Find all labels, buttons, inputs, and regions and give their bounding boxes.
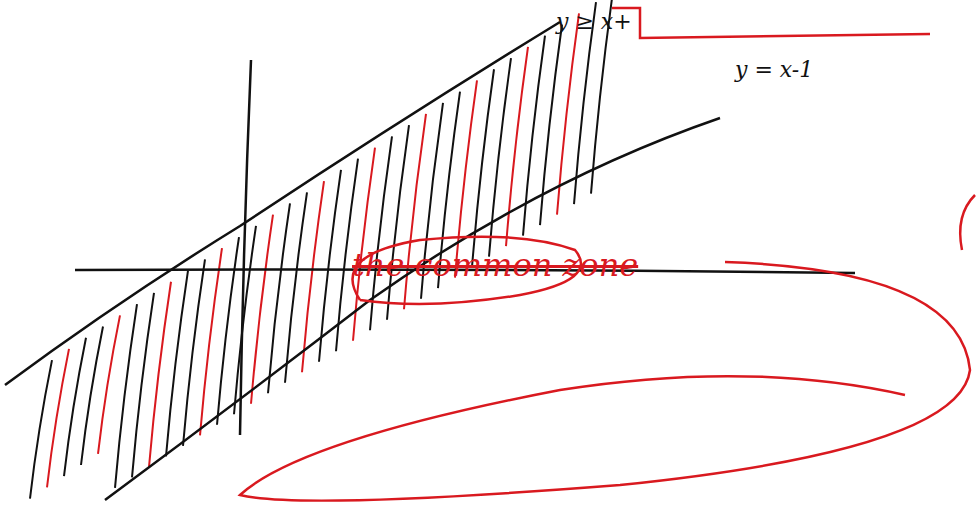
red-curve: [960, 195, 975, 250]
crossed-note: the common zone: [352, 248, 638, 283]
equation-label: y = x-1: [735, 58, 813, 82]
equation-label: y ≥ x+: [556, 10, 632, 34]
lower-line: [105, 118, 720, 500]
y-axis: [240, 60, 251, 435]
hatch-stroke: [98, 315, 120, 453]
upper-line: [5, 22, 560, 385]
red-loop: [240, 262, 970, 501]
red-bracket: [612, 8, 930, 38]
